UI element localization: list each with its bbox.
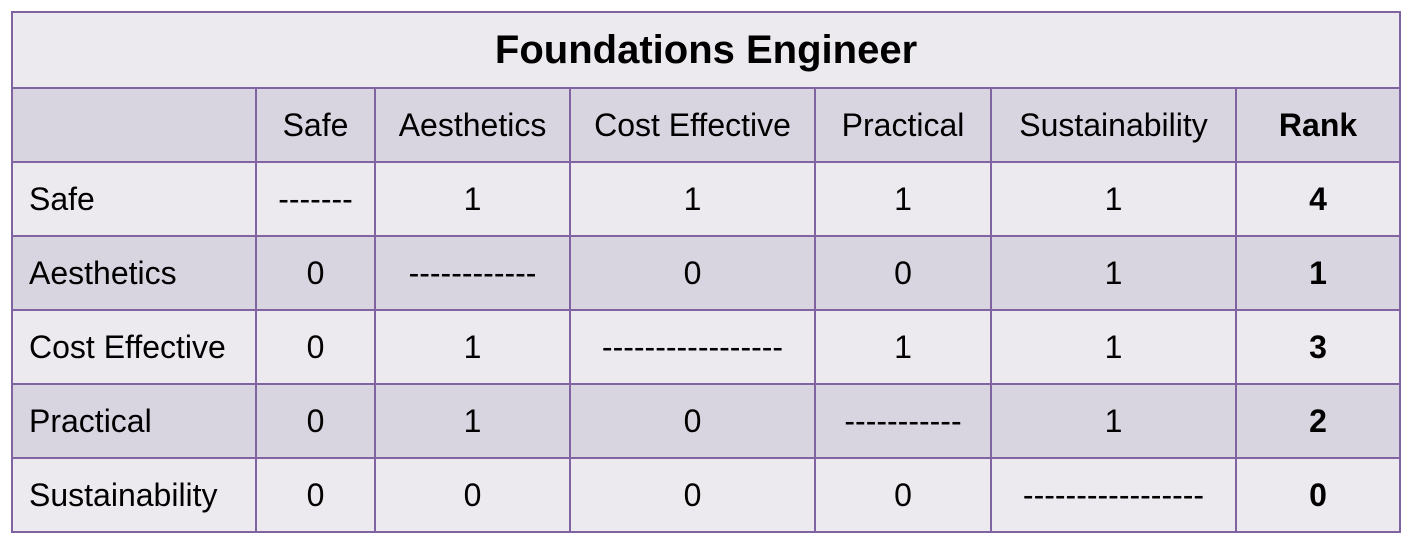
table-cell: ----------- (814, 383, 992, 459)
table-cell: 1 (374, 161, 571, 237)
title-row: Foundations Engineer (10, 11, 1402, 89)
column-header-safe: Safe (255, 87, 376, 163)
rank-cell: 0 (1234, 457, 1402, 533)
rank-cell: 1 (1234, 235, 1402, 311)
table-row-practical: Practical 0 1 0 ----------- 1 2 (11, 383, 1402, 459)
table-cell: 0 (255, 309, 376, 385)
table-cell: 1 (814, 309, 992, 385)
column-header-row: Safe Aesthetics Cost Effective Practical… (11, 87, 1402, 163)
corner-header-cell (11, 87, 257, 163)
row-label: Cost Effective (11, 309, 257, 385)
row-label: Safe (11, 161, 257, 237)
rank-cell: 2 (1234, 383, 1402, 459)
column-header-practical: Practical (814, 87, 992, 163)
table-cell: 0 (814, 235, 992, 311)
table-cell: 1 (990, 309, 1237, 385)
row-label: Sustainability (11, 457, 257, 533)
table-cell: ----------------- (990, 457, 1237, 533)
table-cell: 0 (255, 235, 376, 311)
column-header-cost-effective: Cost Effective (569, 87, 816, 163)
table-cell: 0 (255, 383, 376, 459)
table-cell: ------- (255, 161, 376, 237)
rank-cell: 3 (1234, 309, 1402, 385)
table-cell: 1 (569, 161, 816, 237)
table-cell: ----------------- (569, 309, 816, 385)
table-cell: 0 (569, 457, 816, 533)
table-cell: 1 (990, 161, 1237, 237)
table-cell: 1 (374, 383, 571, 459)
table-title: Foundations Engineer (10, 11, 1402, 89)
column-header-sustainability: Sustainability (990, 87, 1237, 163)
pairwise-comparison-table: Foundations Engineer Safe Aesthetics Cos… (10, 11, 1402, 533)
row-label: Practical (11, 383, 257, 459)
table-cell: 1 (374, 309, 571, 385)
comparison-table-container: Foundations Engineer Safe Aesthetics Cos… (10, 11, 1402, 533)
column-header-rank: Rank (1234, 87, 1402, 163)
table-cell: 1 (990, 235, 1237, 311)
table-cell: 0 (569, 235, 816, 311)
table-row-aesthetics: Aesthetics 0 ------------ 0 0 1 1 (11, 235, 1402, 311)
table-cell: 0 (374, 457, 571, 533)
table-cell: 1 (814, 161, 992, 237)
table-cell: ------------ (374, 235, 571, 311)
table-cell: 0 (255, 457, 376, 533)
rank-cell: 4 (1234, 161, 1402, 237)
table-cell: 1 (990, 383, 1237, 459)
table-row-sustainability: Sustainability 0 0 0 0 -----------------… (11, 457, 1402, 533)
table-row-safe: Safe ------- 1 1 1 1 4 (11, 161, 1402, 237)
table-row-cost-effective: Cost Effective 0 1 ----------------- 1 1… (11, 309, 1402, 385)
table-cell: 0 (569, 383, 816, 459)
table-cell: 0 (814, 457, 992, 533)
row-label: Aesthetics (11, 235, 257, 311)
column-header-aesthetics: Aesthetics (374, 87, 571, 163)
